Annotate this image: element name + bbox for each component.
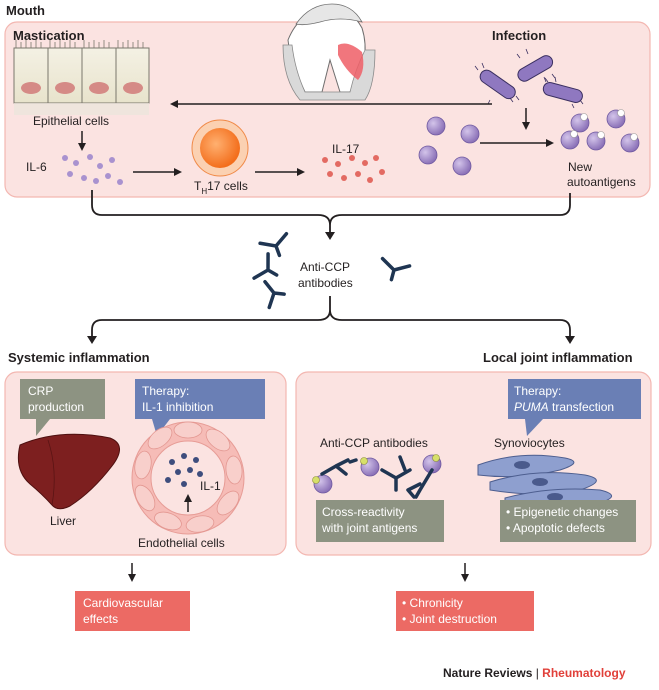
cross-reactivity-box: [316, 500, 444, 542]
bracket-to-antibodies: [91, 190, 571, 232]
crp-box: [20, 379, 105, 436]
epigenetic-box: [500, 500, 636, 542]
endothelial-label: Endothelial cells: [138, 536, 225, 550]
anti-ccp-label-1: Anti-CCP: [300, 260, 350, 274]
therapy-puma-italic: PUMA: [514, 400, 549, 414]
therapy-puma-rest: transfection: [549, 400, 614, 414]
th17-t: T: [194, 179, 202, 193]
antibody-binding-illustration: [312, 454, 442, 499]
crp-label-2: production: [28, 400, 84, 414]
liver-label: Liver: [50, 514, 76, 528]
anti-ccp-local-label: Anti-CCP antibodies: [320, 436, 428, 450]
th17-h: H: [201, 187, 207, 196]
therapy-puma-label-2: PUMA transfection: [514, 400, 614, 414]
new-autoantigens-illustration: [560, 109, 640, 153]
th17-cell-illustration: [191, 119, 249, 177]
antibody-icons: [252, 231, 412, 310]
journal-credit: Nature Reviews | Rheumatology: [443, 666, 626, 680]
il1-label: IL-1: [200, 479, 221, 493]
chronicity-label-2: • Joint destruction: [402, 612, 497, 626]
il17-dots: [322, 155, 385, 183]
anti-ccp-label-2: antibodies: [298, 276, 353, 290]
cardiovascular-label-1: Cardiovascular: [83, 596, 163, 610]
cardiovascular-box: [75, 591, 190, 631]
crp-label-1: CRP: [28, 384, 53, 398]
credit-journal: Nature Reviews: [443, 666, 533, 680]
arrowhead-systemic: [87, 336, 97, 344]
credit-separator: |: [532, 666, 543, 680]
liver-illustration: [17, 433, 120, 510]
th17-rest: 17 cells: [207, 179, 248, 193]
mouth-title: Mouth: [6, 3, 45, 18]
epigenetic-label-2: • Apoptotic defects: [506, 521, 605, 535]
cross-reactivity-label-1: Cross-reactivity: [322, 505, 405, 519]
epithelial-cells-label: Epithelial cells: [33, 114, 109, 128]
bacteria-flagella: [474, 48, 584, 109]
therapy-puma-label-1: Therapy:: [514, 384, 561, 398]
therapy-puma-box: [508, 379, 641, 436]
epithelial-cells-illustration: [13, 40, 150, 115]
bacteria-illustration: [479, 55, 583, 103]
th17-label: TH17 cells: [194, 179, 248, 196]
bracket-from-antibodies: [91, 296, 571, 336]
cardiovascular-label-2: effects: [83, 612, 118, 626]
synoviocyte-nuclei: [514, 461, 563, 501]
therapy-il1-label-1: Therapy:: [142, 384, 189, 398]
mastication-label: Mastication: [13, 28, 85, 43]
therapy-il1-box: [135, 379, 265, 436]
arrowhead-local: [565, 336, 575, 344]
cross-reactivity-label-2: with joint antigens: [321, 521, 417, 535]
synoviocytes-label: Synoviocytes: [494, 436, 565, 450]
systemic-title: Systemic inflammation: [8, 350, 150, 365]
credit-field: Rheumatology: [542, 666, 626, 680]
chronicity-box: [396, 591, 534, 631]
local-title: Local joint inflammation: [483, 350, 633, 365]
chronicity-label-1: • Chronicity: [402, 596, 463, 610]
arrowhead-antibodies: [325, 232, 335, 240]
new-autoantigens-label-1: New: [568, 160, 592, 174]
new-autoantigens-label-2: autoantigens: [567, 175, 636, 189]
il6-dots: [62, 154, 123, 185]
il17-label: IL-17: [332, 142, 360, 156]
therapy-il1-label-2: IL-1 inhibition: [142, 400, 213, 414]
epigenetic-label-1: • Epigenetic changes: [506, 505, 618, 519]
blood-vessel-illustration: [131, 421, 245, 535]
tooth-illustration: [282, 3, 376, 101]
infection-label: Infection: [492, 28, 546, 43]
il6-label: IL-6: [26, 160, 47, 174]
host-proteins: [418, 116, 480, 176]
